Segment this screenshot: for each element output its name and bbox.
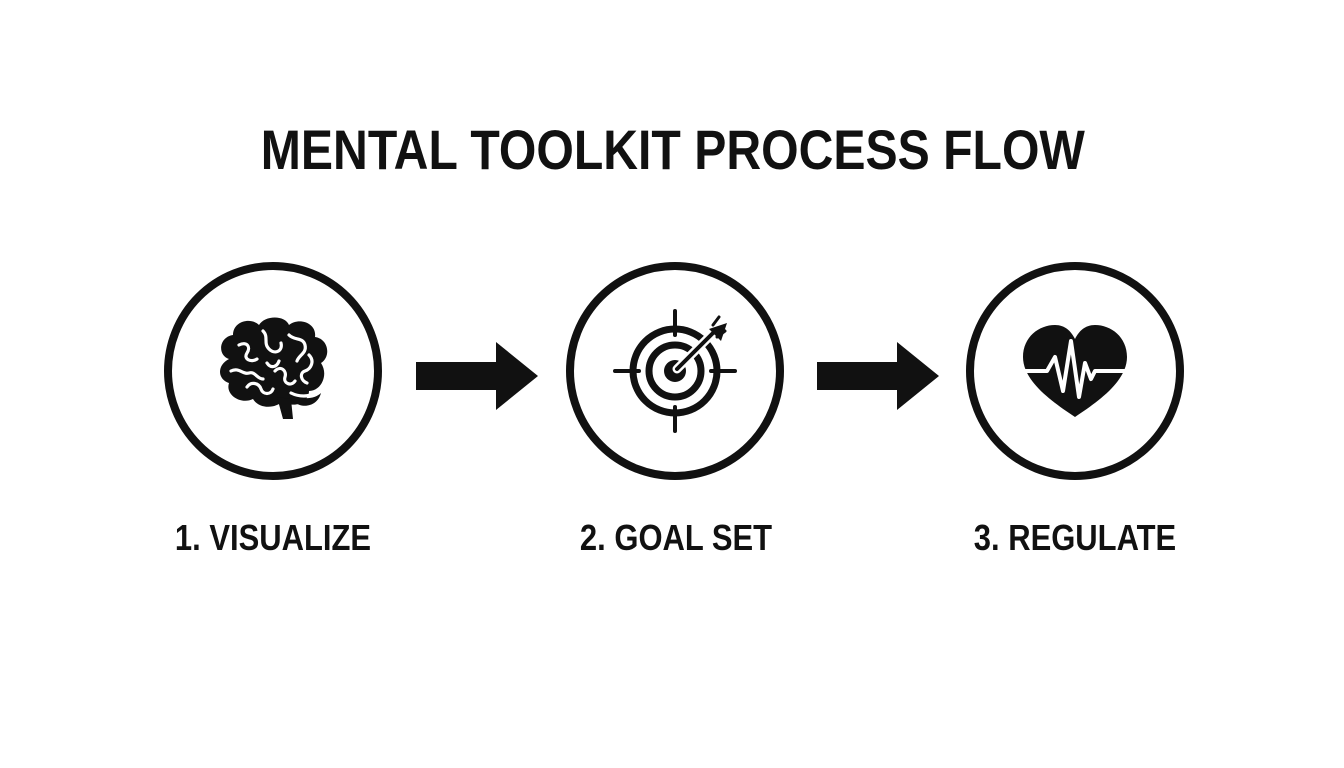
heart-rate-icon — [1021, 325, 1129, 417]
diagram-title: MENTAL TOOLKIT PROCESS FLOW — [260, 118, 1085, 181]
step-1-label: 1. VISUALIZE — [174, 517, 372, 558]
step-3-circle — [966, 262, 1184, 480]
step-2-circle — [566, 262, 784, 480]
step-1-circle — [164, 262, 382, 480]
brain-icon — [220, 317, 328, 419]
step-2-label: 2. GOAL SET — [579, 517, 773, 558]
arrow-right-icon — [817, 342, 939, 410]
arrow-right-icon — [416, 342, 538, 410]
target-icon — [613, 309, 737, 433]
step-3-label: 3. REGULATE — [973, 517, 1177, 558]
